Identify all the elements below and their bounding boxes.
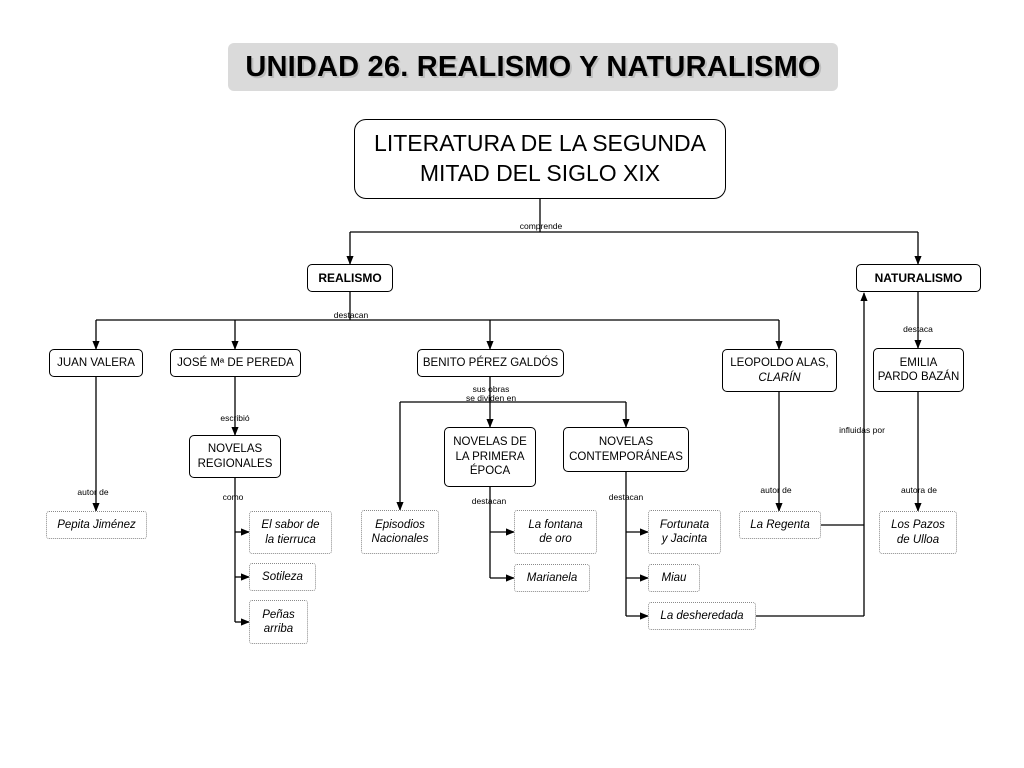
work-label: Peñas: [262, 608, 295, 621]
label-destacan-contemp: destacan: [608, 492, 644, 502]
label-sus-obras: sus obras se dividen en: [465, 384, 517, 404]
group-label: REGIONALES: [197, 457, 273, 470]
work-label: Fortunata: [659, 518, 710, 531]
connector-label: influidas por: [839, 425, 885, 435]
label-comprende: comprende: [519, 221, 563, 231]
work-pepita-jimenez: Pepita Jiménez: [46, 511, 147, 539]
category-label: REALISMO: [318, 270, 382, 285]
label-influidas-por: influidas por: [839, 425, 885, 435]
work-label: arriba: [263, 623, 294, 635]
category-realismo: REALISMO: [307, 264, 393, 292]
connector-label: destaca: [903, 324, 933, 334]
work-label: la tierruca: [265, 533, 316, 546]
group-label: NOVELAS: [598, 436, 654, 449]
work-label: El sabor de: [261, 519, 320, 532]
work-sotileza: Sotileza: [249, 563, 316, 591]
author-pereda: JOSÉ Mª DE PEREDA: [170, 349, 301, 377]
category-label: NATURALISMO: [874, 270, 963, 285]
author-label: PARDO BAZÁN: [877, 371, 960, 383]
connector-label: destacan: [471, 496, 507, 506]
work-label: La Regenta: [750, 518, 810, 531]
work-label: de oro: [539, 533, 572, 545]
work-label: y Jacinta: [661, 533, 708, 545]
author-label: JUAN VALERA: [57, 356, 135, 369]
work-miau: Miau: [648, 564, 700, 592]
label-destacan-primera: destacan: [471, 496, 507, 506]
author-label: BENITO PÉREZ GALDÓS: [422, 356, 559, 369]
page-title: UNIDAD 26. REALISMO Y NATURALISMO: [245, 50, 821, 83]
author-label: CLARÍN: [758, 371, 801, 384]
label-autor-de-clarin: autor de: [760, 485, 792, 495]
author-clarin: LEOPOLDO ALAS,CLARÍN: [722, 349, 837, 392]
work-la-fontana-de-oro: La fontana de oro: [514, 510, 597, 554]
label-destacan-realismo: destacan: [333, 310, 369, 320]
work-label: Los Pazos: [891, 519, 945, 532]
label-como: como: [222, 492, 244, 502]
author-pardo-bazan: EMILIA PARDO BAZÁN: [873, 348, 964, 392]
group-label: NOVELAS: [207, 443, 263, 456]
work-fortunata-y-jacinta: Fortunata y Jacinta: [648, 510, 721, 554]
author-label: LEOPOLDO ALAS,: [730, 357, 829, 370]
connector-label: autor de: [77, 487, 109, 497]
work-label: Pepita Jiménez: [57, 518, 136, 531]
root-line: LITERATURA DE LA SEGUNDA: [374, 130, 706, 157]
author-label: EMILIA: [899, 356, 938, 369]
work-la-regenta: La Regenta: [739, 511, 821, 539]
author-valera: JUAN VALERA: [49, 349, 143, 377]
group-label: CONTEMPORÁNEAS: [569, 450, 683, 463]
work-label: Episodios: [375, 518, 425, 531]
author-galdos: BENITO PÉREZ GALDÓS: [417, 349, 564, 377]
label-autora-de: autora de: [901, 485, 937, 495]
work-marianela: Marianela: [514, 564, 590, 592]
label-autor-de-valera: autor de: [77, 487, 109, 497]
connector-label: destacan: [333, 310, 369, 320]
work-label: La fontana: [528, 518, 583, 531]
connector-label: autor de: [760, 485, 792, 495]
group-label: NOVELAS DE: [453, 436, 527, 449]
group-label: LA PRIMERA: [455, 450, 525, 463]
connector-label: se dividen en: [465, 393, 517, 404]
root-node: LITERATURA DE LA SEGUNDA MITAD DEL SIGLO …: [354, 119, 726, 199]
connector-label: escribió: [220, 413, 250, 423]
work-penas-arriba: Peñas arriba: [249, 600, 308, 644]
work-label: Marianela: [526, 571, 578, 584]
work-la-desheredada: La desheredada: [648, 602, 756, 630]
work-label: Nacionales: [371, 533, 429, 545]
connector-label: sus obras: [472, 384, 510, 394]
work-label: Miau: [661, 571, 687, 584]
work-label: de Ulloa: [896, 533, 940, 546]
category-naturalismo: NATURALISMO: [856, 264, 981, 292]
connector-label: autora de: [901, 485, 937, 495]
connector-label: como: [222, 492, 244, 502]
connector-label: comprende: [519, 221, 563, 231]
title-banner: UNIDAD 26. REALISMO Y NATURALISMO: [228, 43, 838, 91]
author-label: JOSÉ Mª DE PEREDA: [177, 356, 294, 369]
connector-label: destacan: [608, 492, 644, 502]
label-destaca-naturalismo: destaca: [903, 324, 933, 334]
work-label: Sotileza: [262, 570, 303, 583]
group-label: ÉPOCA: [469, 465, 511, 478]
work-label: La desheredada: [660, 609, 744, 622]
root-line: MITAD DEL SIGLO XIX: [419, 160, 661, 186]
label-escribio: escribió: [220, 413, 250, 423]
